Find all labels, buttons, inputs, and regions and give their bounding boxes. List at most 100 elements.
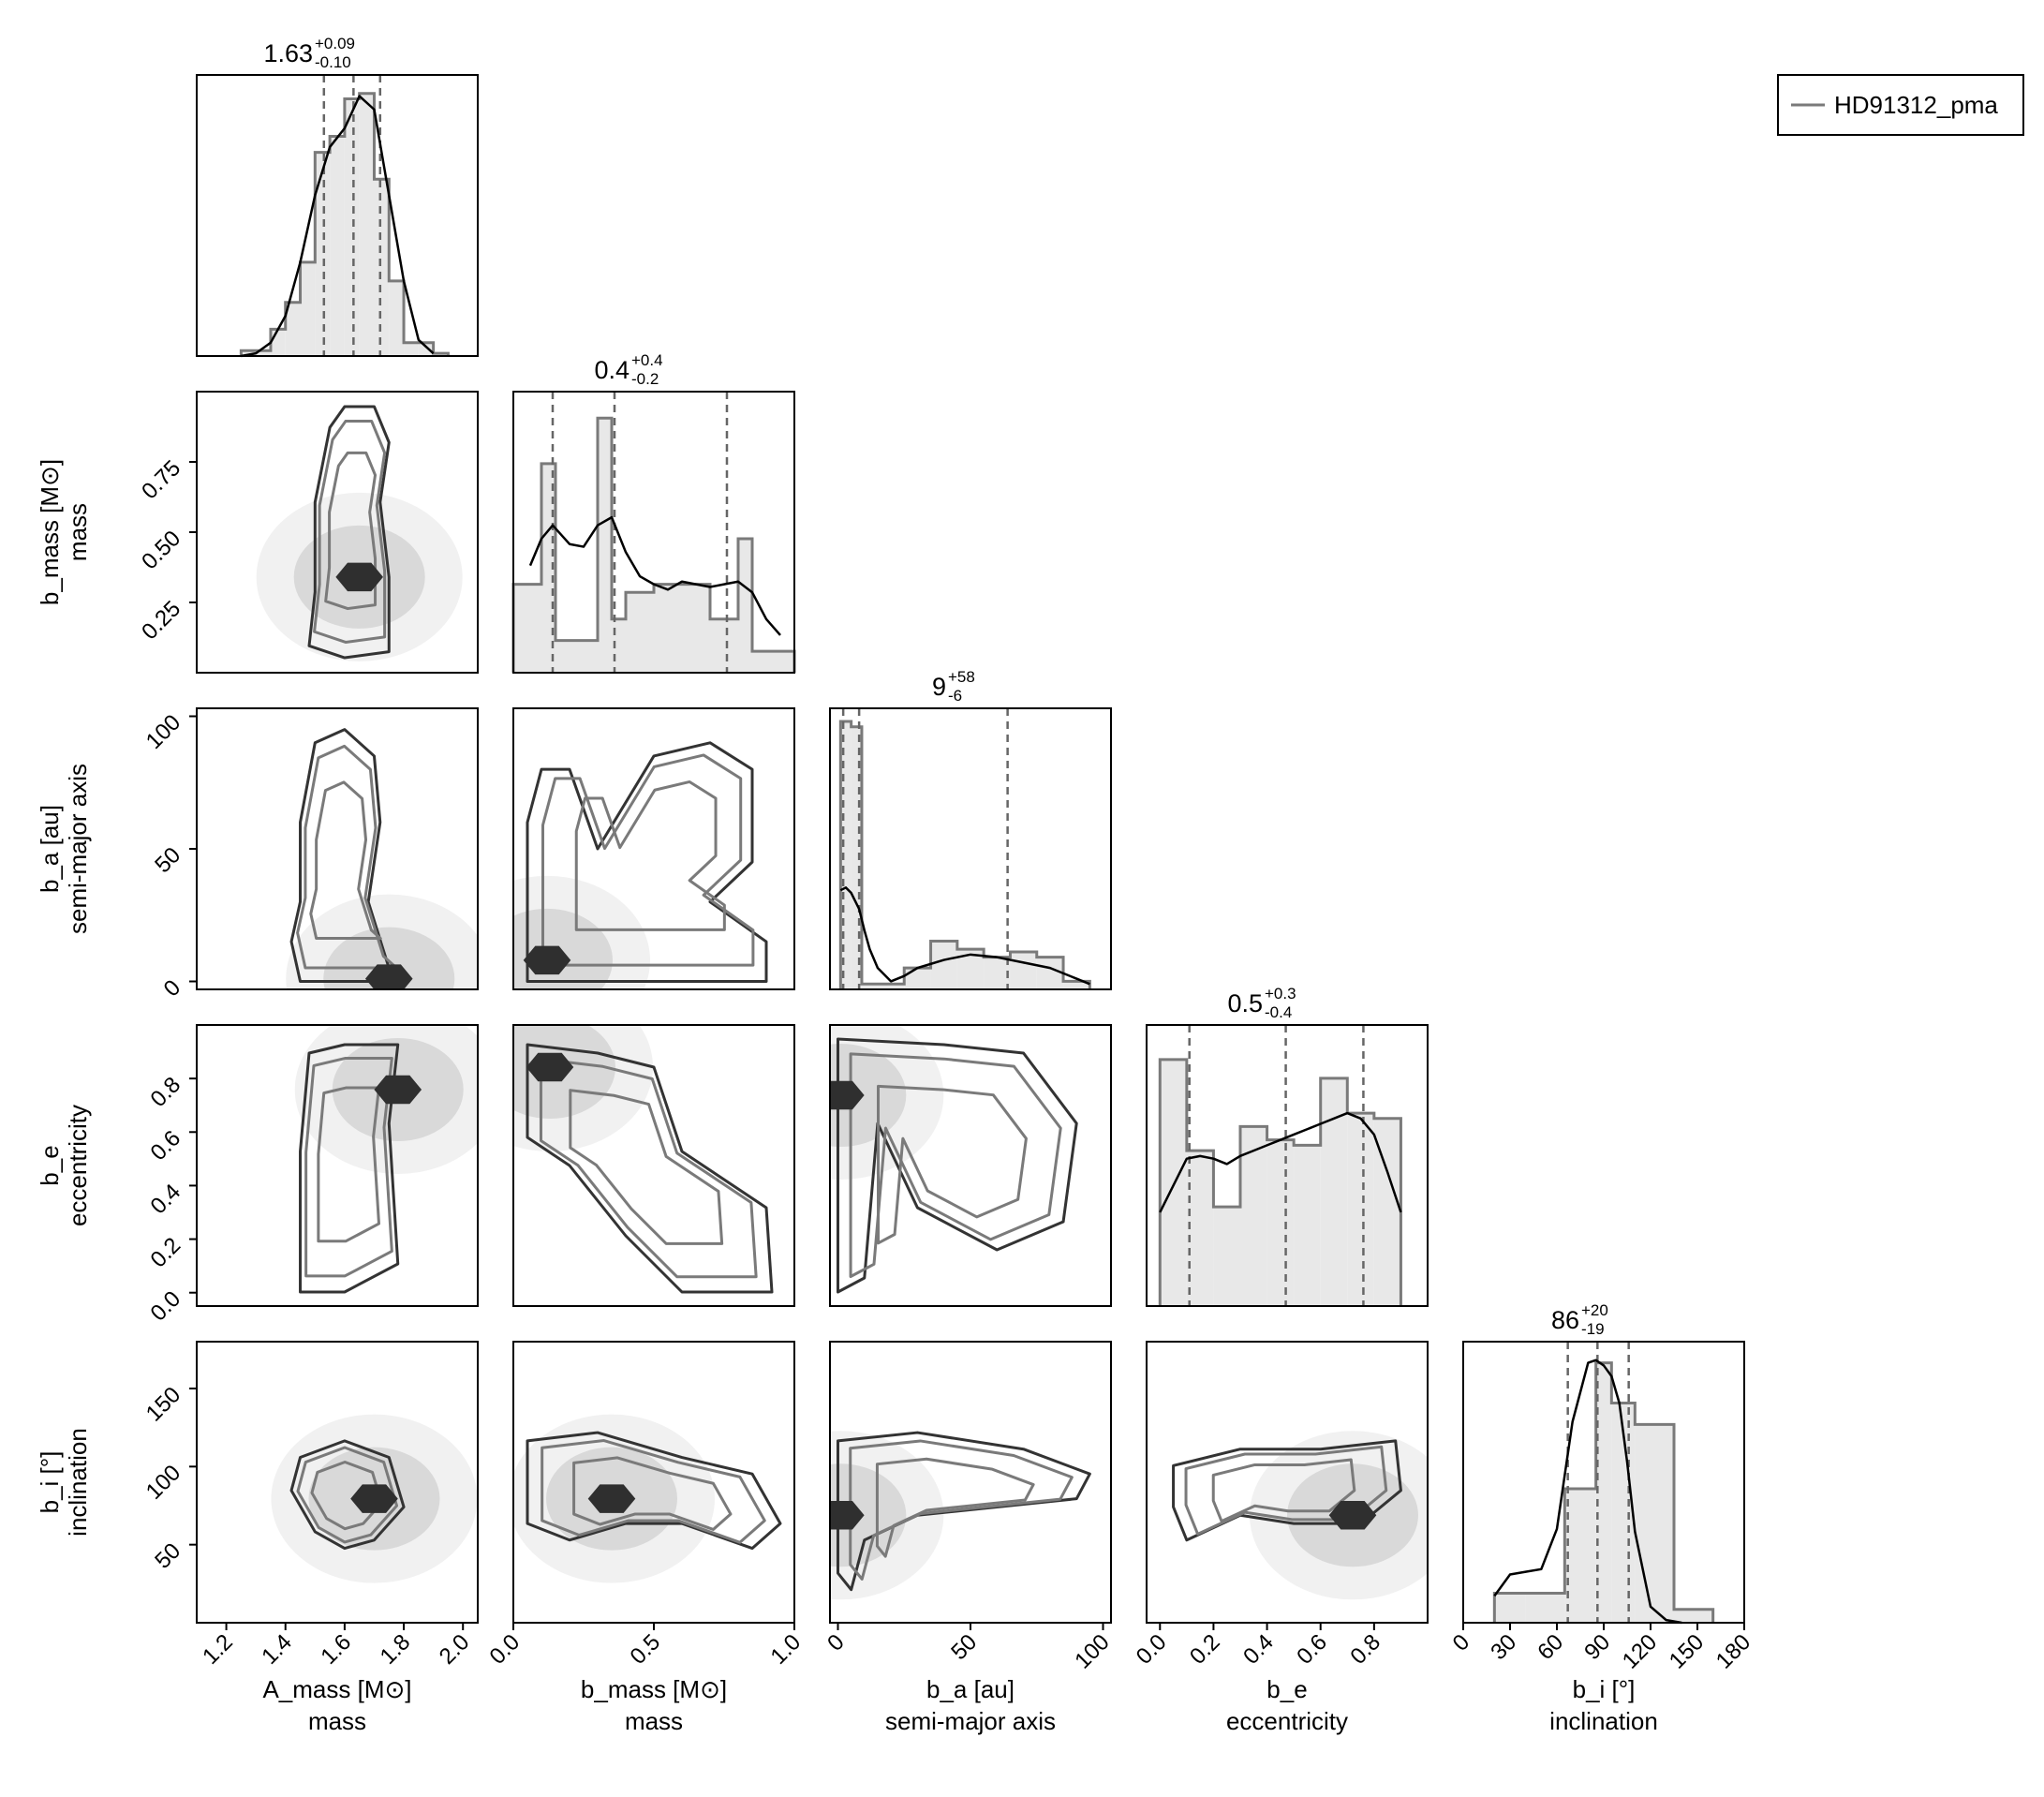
contour-2 (324, 451, 378, 611)
density-peak (350, 1484, 398, 1513)
x-tick-label: 30 (1486, 1629, 1521, 1665)
x-tick-label: 120 (1618, 1629, 1662, 1673)
panel-content (513, 1025, 774, 1294)
summary-plus: +20 (1581, 1301, 1608, 1319)
contour-2 (309, 780, 382, 941)
hist-bar (570, 640, 598, 673)
panel-content (513, 1414, 782, 1583)
contour-0 (526, 1431, 782, 1551)
hist-bar (256, 350, 271, 356)
pair-panel-b_mass-b_e (512, 1024, 795, 1307)
contour-2 (875, 1457, 1035, 1558)
contour-2 (569, 1089, 724, 1245)
x-tick-label: 150 (1665, 1629, 1709, 1673)
y-axis-sublabel-b_i: inclination (64, 1428, 92, 1537)
density-peak (523, 945, 571, 975)
y-axis-sublabel-b_a: semi-major axis (64, 764, 92, 934)
x-axis-sublabel-b_a: semi-major axis (885, 1707, 1056, 1735)
x-axis-label-A_mass: A_mass [M⊙] (262, 1675, 411, 1703)
x-tick-label: 1.0 (766, 1629, 807, 1670)
hist-bar (1266, 1139, 1295, 1306)
contour-0 (526, 1043, 774, 1294)
hist-bar (654, 584, 682, 673)
panel-frame (196, 74, 479, 357)
contour-2 (572, 1456, 733, 1531)
y-axis-label-b_e: b_e (36, 1145, 64, 1185)
contour-2 (877, 1084, 1028, 1245)
contour-1 (296, 744, 398, 970)
hist-bar (513, 584, 541, 673)
pair-panel-b_mass-b_i (512, 1341, 795, 1624)
x-tick-label: 1.2 (198, 1629, 238, 1670)
density-peak (335, 562, 383, 592)
summary-minus: -0.2 (631, 370, 659, 388)
x-axis-label-b_i: b_i [°] (1573, 1675, 1636, 1703)
contour-1 (541, 753, 755, 967)
hist-bar (710, 618, 738, 673)
hist-bar (374, 179, 390, 356)
kde-curve (1159, 1111, 1402, 1213)
panel-content (1172, 1431, 1428, 1600)
contour-2 (574, 780, 726, 931)
summary-minus: -0.10 (315, 53, 351, 71)
y-tick-label: 0.75 (137, 455, 185, 504)
hist-bar (1635, 1424, 1674, 1623)
hist-bar (930, 941, 957, 989)
hist-bar (1674, 1609, 1713, 1623)
hist-bar (1186, 1151, 1214, 1306)
x-tick-label: 0.4 (1238, 1629, 1279, 1670)
x-tick-label: 0 (822, 1629, 850, 1656)
hist-bar (682, 584, 710, 673)
hist-bar (738, 539, 752, 673)
contour-1 (849, 1439, 1074, 1581)
legend[interactable]: HD91312_pma (1777, 74, 2024, 136)
hist-bar (851, 726, 862, 989)
x-tick-label: 60 (1533, 1629, 1568, 1665)
kde-curve (839, 886, 1090, 986)
diagonal-panel-b_e: 0.5+0.3-0.4 (1146, 985, 1429, 1307)
hist-bar (418, 342, 434, 356)
panel-frame (196, 1341, 479, 1624)
hist-bar (780, 651, 794, 673)
x-axis-label-b_e: b_e (1266, 1675, 1307, 1703)
contour-1 (541, 1439, 766, 1544)
hist-bar (1010, 951, 1037, 989)
contour-2 (317, 1086, 380, 1243)
y-tick-label: 100 (141, 1460, 185, 1504)
hist-bar (1525, 1593, 1565, 1623)
contour-1 (296, 1446, 399, 1544)
y-tick-label: 150 (141, 1382, 185, 1426)
diagonal-panel-b_mass: 0.4+0.4-0.2 (511, 351, 796, 674)
hist-bar (241, 350, 257, 356)
y-tick-label: 0.2 (146, 1233, 186, 1273)
y-axis-label-b_i: b_i [°] (36, 1451, 64, 1514)
y-tick-label: 0.25 (137, 596, 185, 645)
y-axis-label-b_mass: b_mass [M⊙] (36, 459, 64, 605)
hist-bar (904, 968, 931, 989)
summary-median: 0.4 (594, 356, 629, 384)
summary-median: 0.5 (1227, 989, 1263, 1017)
panel-content (513, 741, 768, 989)
diagonal-panel-b_a: 9+58-6 (829, 668, 1112, 990)
summary-minus: -19 (1581, 1320, 1605, 1338)
y-tick-label: 0.8 (146, 1072, 186, 1112)
hist-bar (1494, 1593, 1526, 1623)
y-tick-label: 0.6 (146, 1125, 186, 1166)
panel-frame (512, 391, 795, 674)
panel-content (830, 1025, 1078, 1294)
panel-frame (829, 1024, 1112, 1307)
hist-bar (1294, 1145, 1321, 1306)
hist-bar (270, 329, 286, 356)
contour-0 (289, 1439, 406, 1551)
hist-bar (330, 136, 345, 356)
summary-plus: +0.3 (1265, 985, 1296, 1002)
x-tick-label: 0 (1448, 1629, 1475, 1656)
x-tick-label: 180 (1711, 1629, 1755, 1673)
hist-bar (877, 984, 905, 989)
density-peak (587, 1484, 636, 1513)
summary-minus: -6 (948, 687, 962, 705)
contour-2 (310, 1461, 383, 1531)
x-tick-label: 100 (1070, 1629, 1114, 1673)
hist-bar (285, 302, 301, 356)
hist-bar (861, 984, 878, 989)
